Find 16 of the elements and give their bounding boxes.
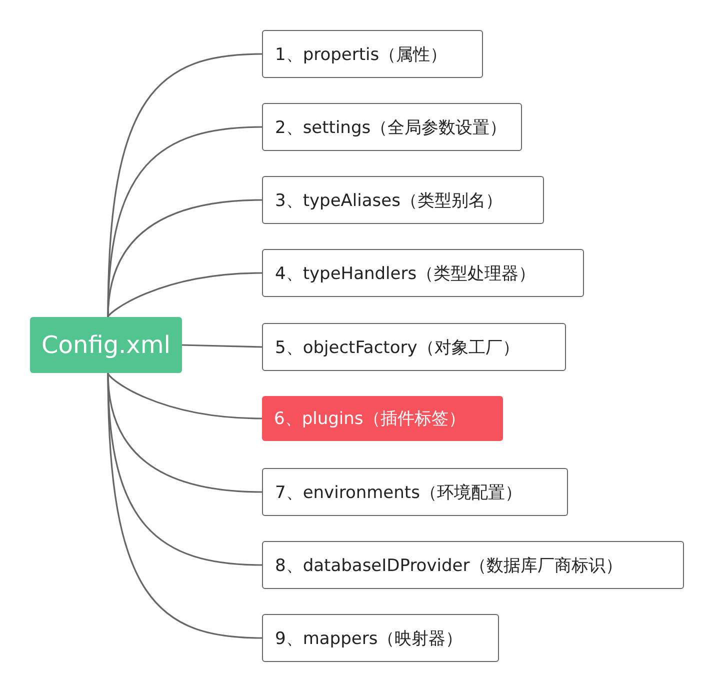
connector-line <box>107 372 262 639</box>
topic-box: 3、typeAliases（类型别名） <box>262 176 544 224</box>
topic-box: 6、plugins（插件标签） <box>262 396 503 441</box>
connector-line <box>107 126 262 318</box>
connector-line <box>107 372 262 420</box>
root-topic-box: Config.xml <box>30 317 182 373</box>
connector-line <box>182 344 262 348</box>
topic-box: 5、objectFactory（对象工厂） <box>262 323 566 371</box>
topic-box: 8、databaseIDProvider（数据库厂商标识） <box>262 541 684 589</box>
topic-box: 9、mappers（映射器） <box>262 614 499 662</box>
topic-box: 2、settings（全局参数设置） <box>262 103 522 151</box>
topic-box: 1、propertis（属性） <box>262 30 483 78</box>
topic-box: 7、environments（环境配置） <box>262 468 568 516</box>
connector-line <box>107 199 262 318</box>
connector-line <box>107 272 262 318</box>
topic-box: 4、typeHandlers（类型处理器） <box>262 249 584 297</box>
